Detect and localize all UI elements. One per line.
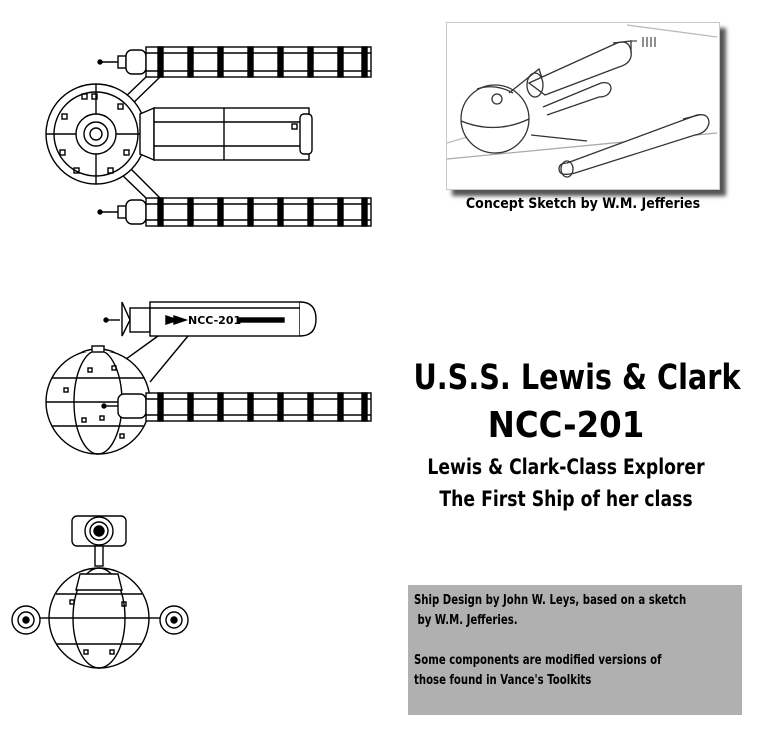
side-view-nacelle (101, 392, 372, 422)
top-view-secondary-hull (139, 106, 313, 162)
side-view (45, 301, 372, 455)
hull-marking: NCC-201 (188, 314, 241, 327)
front-view (11, 515, 189, 669)
top-view (45, 46, 372, 227)
credits-line-4: those found in Vance's Toolkits (414, 673, 592, 688)
title-block: U.S.S. Lewis & Clark NCC-201 Lewis & Cla… (380, 355, 752, 515)
ship-name: U.S.S. Lewis & Clark (413, 358, 741, 398)
credits-line-2: by W.M. Jefferies. (414, 613, 518, 628)
top-view-saucer (45, 83, 147, 185)
top-view-lower-nacelle (97, 197, 372, 227)
concept-sketch-drawing (447, 24, 718, 178)
sketch-caption: Concept Sketch by W.M. Jefferies (465, 196, 701, 212)
side-view-secondary-hull (103, 301, 317, 337)
ship-registry: NCC-201 (487, 405, 645, 446)
side-view-sphere (45, 345, 151, 455)
top-view-upper-nacelle (97, 46, 372, 78)
credits-line-1: Ship Design by John W. Leys, based on a … (414, 593, 687, 608)
credits-box: Ship Design by John W. Leys, based on a … (408, 585, 742, 715)
credits-line-3: Some components are modified versions of (414, 653, 662, 668)
first-ship-line: The First Ship of her class (439, 487, 693, 511)
ship-class-line: Lewis & Clark-Class Explorer (427, 455, 705, 479)
concept-sketch (446, 22, 720, 190)
